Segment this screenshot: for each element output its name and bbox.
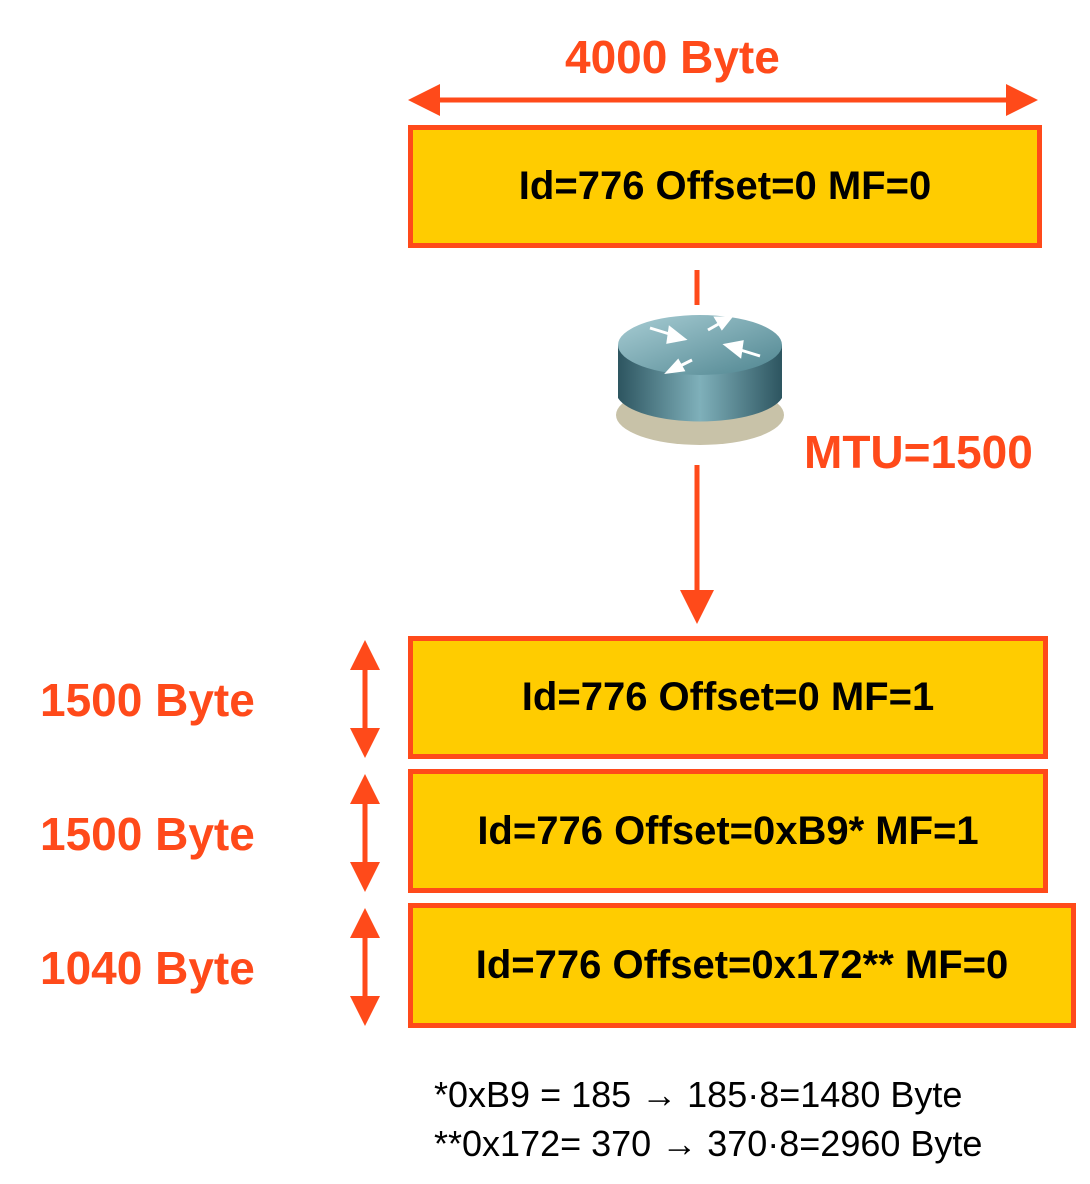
fragment-2-header: Id=776 Offset=0xB9* MF=1 <box>477 808 979 853</box>
fragment-1-height-arrow <box>350 640 380 758</box>
fragment-2-packet: Id=776 Offset=0xB9* MF=1 <box>408 769 1048 893</box>
fragment-3-header: Id=776 Offset=0x172** MF=0 <box>475 943 1009 987</box>
mtu-label: MTU=1500 <box>804 426 1033 478</box>
original-packet-header: Id=776 Offset=0 MF=0 <box>518 164 932 208</box>
fragment-2-height-arrow <box>350 774 380 892</box>
original-packet: Id=776 Offset=0 MF=0 <box>408 125 1042 248</box>
router-icon <box>616 315 784 445</box>
fragment-3-packet: Id=776 Offset=0x172** MF=0 <box>408 903 1076 1028</box>
fragment-3-size-label: 1040 Byte <box>40 942 255 994</box>
original-size-label: 4000 Byte <box>565 31 780 83</box>
fragment-2-size-label: 1500 Byte <box>40 808 255 860</box>
fragment-1-packet: Id=776 Offset=0 MF=1 <box>408 636 1048 759</box>
fragment-1-header: Id=776 Offset=0 MF=1 <box>521 675 935 719</box>
down-arrow <box>680 465 714 624</box>
footnote-1: *0xB9 = 185 → 185·8=1480 Byte <box>434 1074 963 1115</box>
fragment-1-size-label: 1500 Byte <box>40 674 255 726</box>
width-double-arrow <box>408 84 1038 116</box>
fragment-3-height-arrow <box>350 908 380 1026</box>
footnote-2: **0x172= 370 → 370·8=2960 Byte <box>434 1123 983 1164</box>
